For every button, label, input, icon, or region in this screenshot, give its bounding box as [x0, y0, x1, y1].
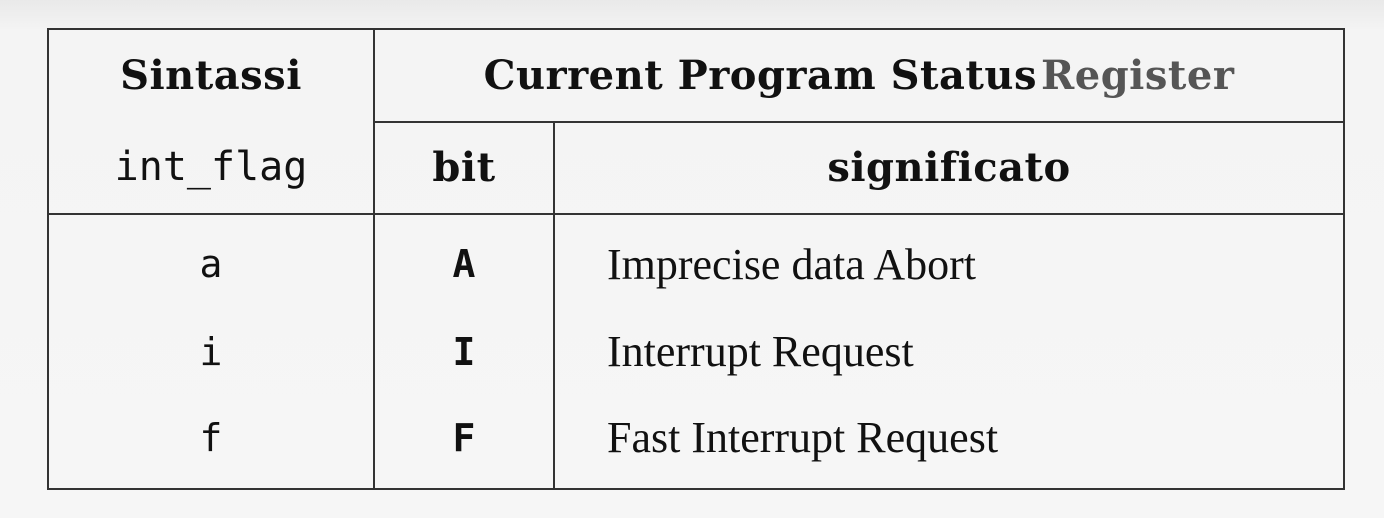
- header-sintassi: Sintassi: [48, 29, 375, 122]
- cpsr-interrupt-flags-table: Sintassi Current Program Status Register…: [47, 28, 1345, 490]
- cell-flag: f: [48, 397, 375, 489]
- header-cpsr-group: Current Program Status Register: [374, 29, 1344, 123]
- bit-value: A: [452, 242, 476, 287]
- cell-bit: I: [374, 305, 555, 398]
- header-significato: significato: [554, 121, 1344, 216]
- flag-value: f: [199, 415, 223, 460]
- cell-bit: A: [374, 214, 555, 306]
- header-bit: bit: [374, 121, 555, 216]
- flag-value: a: [199, 242, 223, 287]
- header-cpsr-title-register: Register: [1041, 51, 1235, 99]
- header-int-flag: int_flag: [48, 121, 375, 216]
- flag-value: i: [199, 329, 223, 374]
- table-row: a A Imprecise data Abort: [48, 214, 1344, 306]
- header-int-flag-label: int_flag: [114, 144, 308, 191]
- header-bit-label: bit: [432, 144, 496, 192]
- table-row: i I Interrupt Request: [48, 305, 1344, 398]
- cell-meaning: Fast Interrupt Request: [607, 413, 999, 463]
- cell-bit: F: [374, 397, 555, 489]
- cell-meaning: Imprecise data Abort: [607, 239, 976, 289]
- cell-meaning: Interrupt Request: [607, 327, 914, 377]
- header-significato-label: significato: [827, 144, 1071, 192]
- header-sintassi-label: Sintassi: [120, 52, 302, 100]
- header-cpsr-title: Current Program Status: [483, 51, 1038, 99]
- cell-flag: a: [48, 214, 375, 306]
- bit-value: I: [452, 329, 476, 374]
- header-row-1: Sintassi Current Program Status Register: [48, 29, 1344, 123]
- header-row-2: int_flag bit significato: [48, 121, 1344, 216]
- bit-value: F: [452, 415, 476, 460]
- table-row: f F Fast Interrupt Request: [48, 397, 1344, 489]
- cell-flag: i: [48, 305, 375, 398]
